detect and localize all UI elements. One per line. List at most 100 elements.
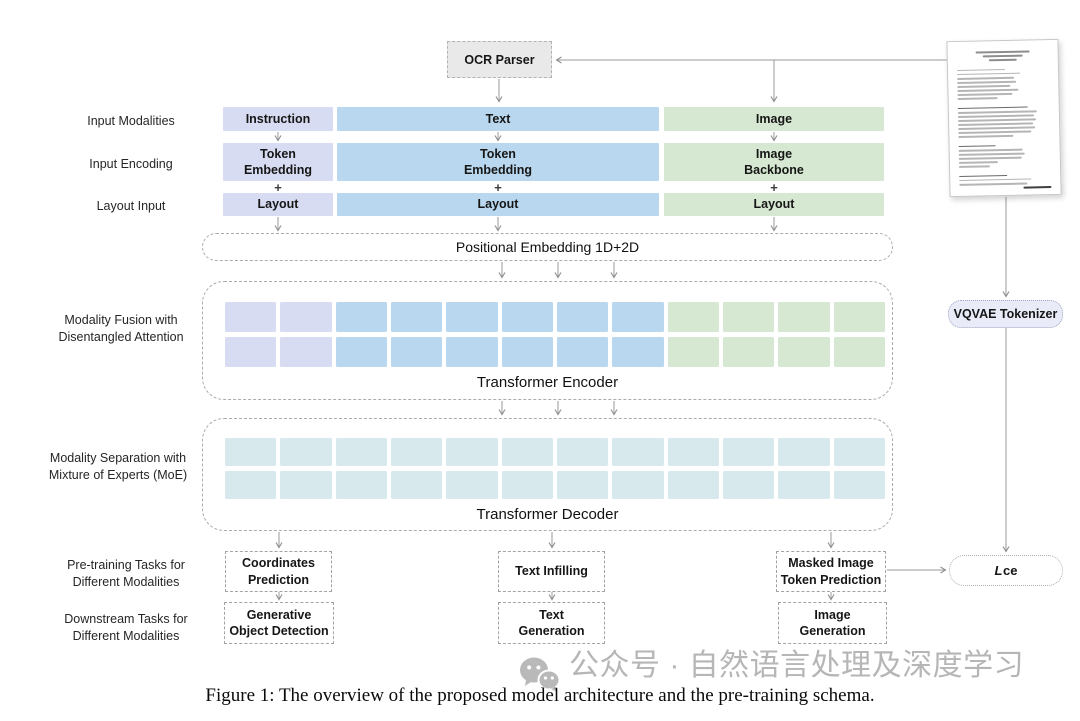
encoder-token-cell xyxy=(667,302,719,332)
decoder-token-cell xyxy=(612,438,664,466)
encoder-token-cell xyxy=(335,337,387,367)
label-layout-input: Layout Input xyxy=(96,199,166,213)
decoder-token-cell xyxy=(667,471,719,499)
document-text-line xyxy=(982,54,1023,58)
encoder-token-cell xyxy=(722,337,775,367)
document-text-line xyxy=(958,126,1036,130)
document-text-line xyxy=(957,92,1013,96)
encoder-token-cell xyxy=(446,302,498,332)
layout-bar-1: Layout xyxy=(223,193,333,216)
encoder-token-row-2 xyxy=(225,337,885,367)
transformer-decoder-label: Transformer Decoder xyxy=(476,506,619,523)
plus-sign-1: + xyxy=(274,180,282,195)
loss-symbol: L xyxy=(994,563,1003,578)
document-text-line xyxy=(975,50,1030,54)
decoder-token-cell xyxy=(280,438,332,466)
decoder-token-cell xyxy=(501,438,553,466)
layout-bar-2: Layout xyxy=(337,193,659,216)
decoder-token-cell xyxy=(280,471,332,499)
encoder-token-cell xyxy=(501,337,553,367)
watermark: 公众号 · 自然语言处理及深度学习 xyxy=(519,650,1024,699)
label-input-encoding: Input Encoding xyxy=(89,157,173,171)
encoder-token-cell xyxy=(446,337,498,367)
decoder-token-cell xyxy=(501,471,553,499)
modality-bar-text: Text xyxy=(337,107,659,131)
plus-sign-3: + xyxy=(770,180,778,195)
decoder-token-cell xyxy=(833,471,885,499)
encoder-token-cell xyxy=(667,337,719,367)
ocr-parser-box: OCR Parser xyxy=(447,41,552,78)
vqvae-tokenizer-box: VQVAE Tokenizer xyxy=(948,300,1063,328)
encoder-token-cell xyxy=(722,302,775,332)
document-text-line xyxy=(958,118,1037,122)
positional-embedding-label: Positional Embedding 1D+2D xyxy=(455,239,640,255)
document-text-line xyxy=(988,58,1017,62)
loss-subscript: ce xyxy=(1002,563,1018,578)
decoder-token-cell xyxy=(225,471,277,499)
encoder-token-cell xyxy=(225,302,277,332)
document-text-line xyxy=(957,114,1035,118)
figure-caption: Figure 1: The overview of the proposed m… xyxy=(205,685,875,706)
encoder-token-cell xyxy=(280,337,332,367)
document-text-line xyxy=(959,178,1032,182)
document-text-line xyxy=(956,68,1005,72)
decoder-token-cell xyxy=(667,438,719,466)
encoder-token-cell xyxy=(612,302,664,332)
document-text-line xyxy=(957,106,1028,110)
modality-bar-instruction: Instruction xyxy=(223,107,333,131)
encoder-token-cell xyxy=(833,337,885,367)
document-text-line xyxy=(957,72,1020,76)
document-text-line xyxy=(957,110,1037,114)
positional-embedding-box xyxy=(202,233,893,261)
plus-sign-2: + xyxy=(494,180,502,195)
document-text-line xyxy=(957,80,1017,84)
encoder-token-cell xyxy=(390,337,443,367)
document-text-line xyxy=(959,182,1028,186)
document-text-line xyxy=(958,152,1025,156)
decoder-token-cell xyxy=(556,471,609,499)
decoder-token-cell xyxy=(833,438,885,466)
decoder-token-cell xyxy=(778,438,830,466)
decoder-token-cell xyxy=(390,471,443,499)
document-text-line xyxy=(958,122,1033,126)
transformer-encoder-label: Transformer Encoder xyxy=(476,374,619,391)
decoder-token-row-1 xyxy=(225,438,885,466)
decoder-token-cell xyxy=(778,471,830,499)
decoder-token-cell xyxy=(556,438,609,466)
decoder-token-cell xyxy=(390,438,443,466)
document-text-line xyxy=(958,148,1024,152)
document-text-line xyxy=(958,161,998,164)
document-thumbnail xyxy=(946,38,1062,198)
watermark-text: 公众号 · 自然语言处理及深度学习 xyxy=(569,649,1025,682)
encoder-token-cell xyxy=(390,302,443,332)
decoder-token-row-2 xyxy=(225,471,885,499)
document-text-line xyxy=(958,144,996,148)
encoder-token-cell xyxy=(556,302,609,332)
ocr-parser-label: OCR Parser xyxy=(464,52,535,67)
modality-bar-image: Image xyxy=(664,107,884,131)
decoder-token-cell xyxy=(446,471,498,499)
encoder-token-cell xyxy=(501,302,553,332)
document-text-line xyxy=(957,88,1019,92)
decoder-token-cell xyxy=(335,471,387,499)
encoder-token-cell xyxy=(778,337,830,367)
encoder-token-cell xyxy=(778,302,830,332)
layout-bar-3: Layout xyxy=(664,193,884,216)
encoder-token-cell xyxy=(612,337,664,367)
encoder-token-cell xyxy=(556,337,609,367)
decoder-token-cell xyxy=(722,438,775,466)
wechat-icon xyxy=(519,656,561,699)
decoder-token-cell xyxy=(612,471,664,499)
document-text-line xyxy=(957,76,1015,80)
document-text-line xyxy=(958,156,1022,160)
decoder-token-cell xyxy=(722,471,775,499)
